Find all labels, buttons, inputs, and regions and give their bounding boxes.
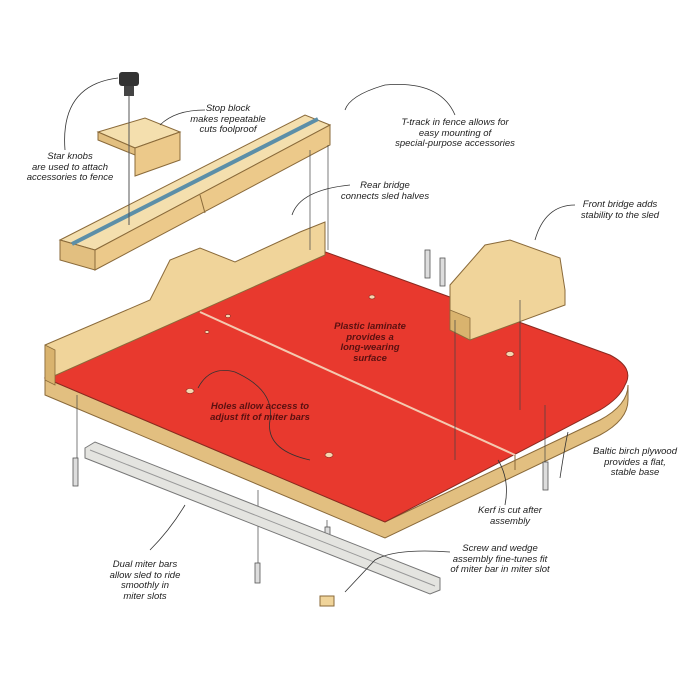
star-knob xyxy=(119,72,139,96)
fence-face xyxy=(94,124,331,271)
label-screw-wedge: Screw and wedge assembly fine-tunes fit … xyxy=(450,543,550,575)
miter-bar-groove xyxy=(89,449,436,587)
wedge-block xyxy=(319,595,335,607)
label-plastic-laminate: Plastic laminate provides a long-wearing… xyxy=(334,321,406,364)
label-miter-bars: Dual miter bars allow sled to ride smoot… xyxy=(109,559,181,602)
label-baltic-birch: Baltic birch plywood provides a flat, st… xyxy=(593,446,677,478)
stop-block xyxy=(96,117,182,177)
label-star-knobs: Star knobs are used to attach accessorie… xyxy=(26,151,114,183)
kerf-line xyxy=(199,311,516,456)
rear-bridge xyxy=(44,221,326,381)
plywood-base-edge xyxy=(44,377,629,539)
rear-bridge-end xyxy=(44,344,56,386)
access-holes xyxy=(185,294,515,458)
label-rear-bridge: Rear bridge connects sled halves xyxy=(340,180,430,202)
label-stop-block: Stop block makes repeatable cuts foolpro… xyxy=(190,103,266,135)
leader-lines xyxy=(64,77,576,593)
label-front-bridge: Front bridge adds stability to the sled xyxy=(580,199,660,221)
label-t-track: T-track in fence allows for easy mountin… xyxy=(395,117,515,149)
label-kerf: Kerf is cut after assembly xyxy=(478,505,542,527)
fence-joint xyxy=(199,194,206,214)
label-holes: Holes allow access to adjust fit of mite… xyxy=(210,401,310,423)
t-track xyxy=(71,117,319,246)
